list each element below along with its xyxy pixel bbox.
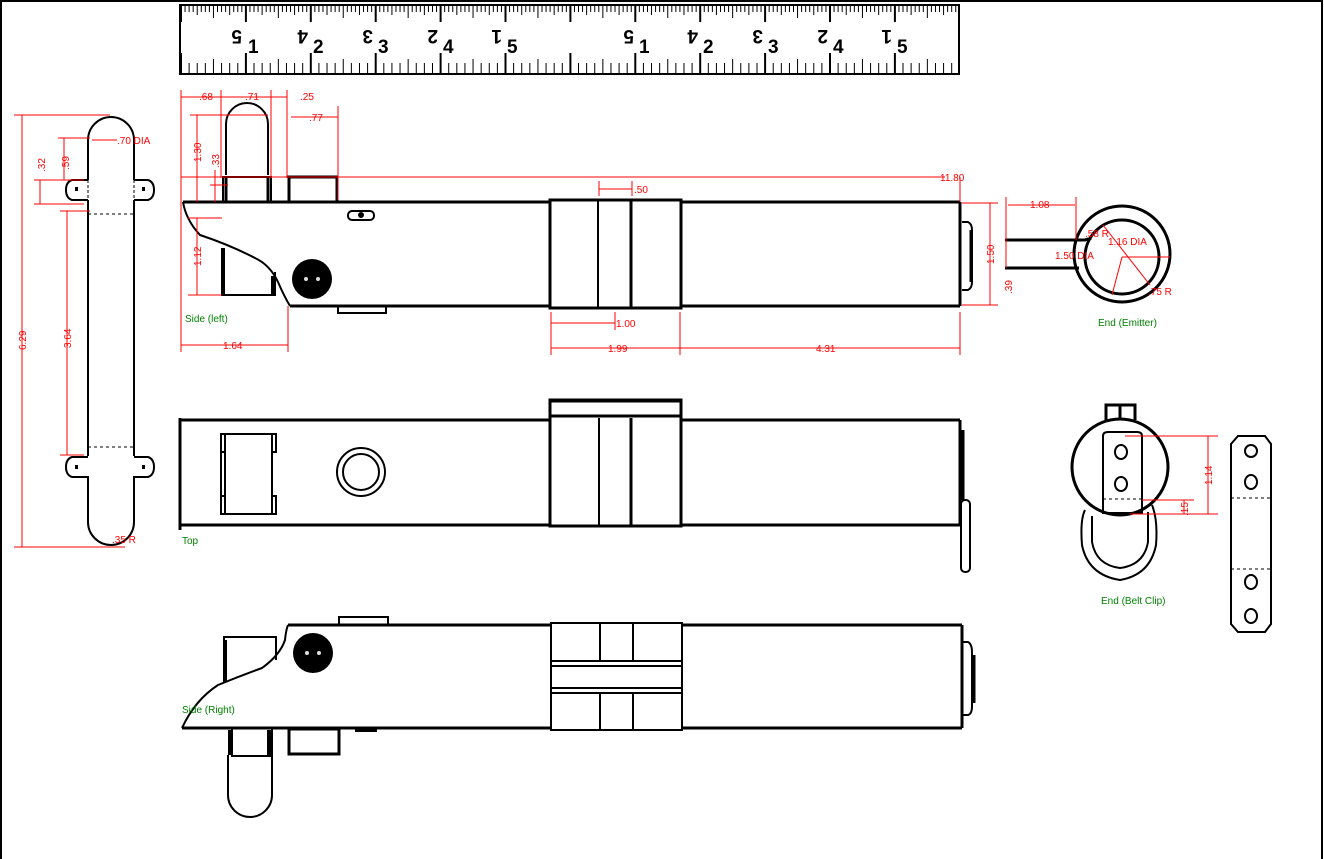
dim-0-33: .33 <box>211 154 222 168</box>
dim-1-50-dia: 1.50 DIA <box>1055 251 1094 262</box>
top-view: Top <box>178 398 971 573</box>
dim-1-16-dia: 1.16 DIA <box>1108 237 1147 248</box>
ruler-top-label: 4 <box>687 25 698 46</box>
dim-1-08: 1.08 <box>1030 200 1050 211</box>
side-left-view: Side (left) .68 .71 .25 .77 1.30 .33 11.… <box>180 90 998 355</box>
dim-0-32: .32 <box>37 158 48 172</box>
ruler: 5 4 3 2 1 1 2 3 4 5 5 4 3 2 1 1 2 3 4 5 <box>179 4 960 75</box>
ruler-top-label: 3 <box>362 25 373 46</box>
view-label-side-left: Side (left) <box>185 314 228 325</box>
ruler-bottom-label: 5 <box>507 37 518 58</box>
side-left-dimensions: .68 .71 .25 .77 1.30 .33 11.80 1.12 1.64 <box>180 90 998 355</box>
dim-0-50: .50 <box>634 185 648 196</box>
dim-6-29: 6.29 <box>18 330 29 350</box>
dim-1-00: 1.00 <box>616 319 636 330</box>
ruler-bottom-label: 4 <box>833 37 844 58</box>
ruler-section-2: 5 4 3 2 1 1 2 3 4 5 <box>623 25 908 58</box>
ruler-top-label: 1 <box>881 25 892 46</box>
ruler-bottom-label: 3 <box>378 37 389 58</box>
ruler-bottom-label: 2 <box>703 37 714 58</box>
dim-0-39: .39 <box>1004 280 1015 294</box>
ruler-section-1: 5 4 3 2 1 1 2 3 4 5 <box>231 25 518 58</box>
ruler-top-label: 5 <box>623 25 634 46</box>
ruler-top-label: 2 <box>427 25 438 46</box>
dim-0-68: .68 <box>199 92 213 103</box>
ruler-bottom-label: 4 <box>443 37 454 58</box>
ruler-top-label: 5 <box>231 25 242 46</box>
end-belt-clip-view: 1.14 .15 End (Belt Clip) <box>1070 403 1272 633</box>
view-label-top: Top <box>182 536 199 547</box>
dim-1-12: 1.12 <box>193 246 204 266</box>
dim-3-64: 3.64 <box>63 328 74 348</box>
dim-0-58-r: .58 R <box>1085 229 1109 240</box>
dim-1-99: 1.99 <box>608 344 628 355</box>
ruler-top-label: 3 <box>752 25 763 46</box>
dim-11-80: 11.80 <box>940 173 965 184</box>
end-emitter-view: 1.08 .39 .58 R 1.16 DIA 1.50 DIA .75 R E… <box>1004 197 1172 329</box>
dim-0-71: .71 <box>245 92 259 103</box>
ruler-bottom-label: 1 <box>639 37 650 58</box>
ruler-top-label: 1 <box>491 25 502 46</box>
dim-0-77: .77 <box>309 113 323 124</box>
ruler-top-label: 4 <box>297 25 308 46</box>
view-label-side-right: Side (Right) <box>182 705 235 716</box>
view-label-end-emitter: End (Emitter) <box>1098 318 1157 329</box>
view-label-end-belt-clip: End (Belt Clip) <box>1101 596 1165 607</box>
ruler-bottom-label: 5 <box>897 37 908 58</box>
dim-0-75-r: .75 R <box>1148 287 1172 298</box>
dim-1-64: 1.64 <box>223 341 243 352</box>
ruler-bottom-label: 3 <box>768 37 779 58</box>
dim-1-50: 1.50 <box>986 244 997 264</box>
dim-0-25: .25 <box>300 92 314 103</box>
ruler-bottom-label: 2 <box>313 37 324 58</box>
dim-radius: .35 R <box>112 535 136 546</box>
clip-side-view: 6.29 .32 .59 3.64 .70 DIA .35 R <box>14 114 156 548</box>
clip-dimensions: 6.29 .32 .59 3.64 .70 DIA .35 R <box>14 114 151 548</box>
side-right-view: Side (Right) <box>181 616 976 818</box>
dim-0-15: .15 <box>1180 502 1191 516</box>
dim-1-14: 1.14 <box>1204 465 1215 485</box>
dim-1-30: 1.30 <box>193 142 204 162</box>
ruler-bottom-label: 1 <box>248 37 259 58</box>
dim-dia: .70 DIA <box>117 136 151 147</box>
dim-0-59: .59 <box>61 156 72 170</box>
ruler-top-label: 2 <box>817 25 828 46</box>
dim-4-31: 4.31 <box>816 344 836 355</box>
